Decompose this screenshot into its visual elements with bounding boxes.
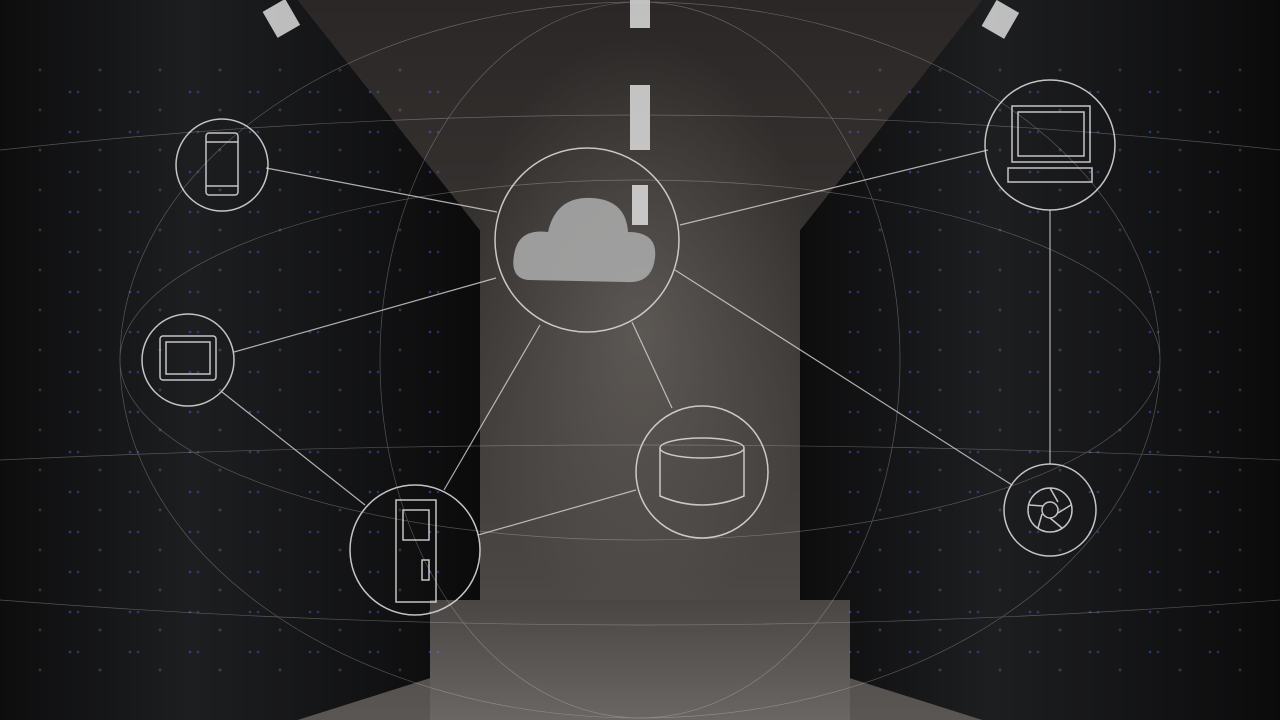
rack-lights-left xyxy=(20,60,440,680)
connection-lines xyxy=(221,149,1051,536)
ceiling-lights xyxy=(262,0,1020,225)
aperture-icon xyxy=(1027,487,1073,533)
desktop-computer-icon xyxy=(1007,105,1093,183)
smartphone-icon xyxy=(205,132,239,196)
smartphone-node xyxy=(175,118,269,212)
corridor-floor xyxy=(430,600,850,720)
server-tower-icon xyxy=(395,499,437,603)
tablet-icon xyxy=(159,335,217,381)
cloud-icon xyxy=(513,197,656,283)
database-icon xyxy=(659,437,745,506)
desktop-computer-node xyxy=(984,79,1116,211)
tablet-node xyxy=(141,313,235,407)
server-tower-node xyxy=(349,484,481,616)
database-node xyxy=(635,405,769,539)
cloud-node xyxy=(494,147,680,333)
aperture-node xyxy=(1003,463,1097,557)
